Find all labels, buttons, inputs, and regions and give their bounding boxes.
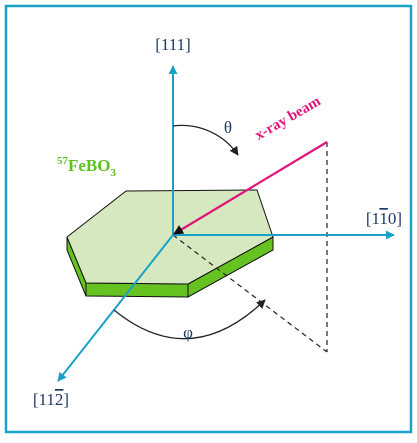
crystal-top-face [66, 189, 274, 285]
theta-label: θ [224, 118, 232, 137]
phi-label: φ [183, 323, 193, 342]
theta-arc [172, 124, 239, 156]
axis-11-2-arrow [57, 234, 174, 382]
phi-arc [113, 299, 266, 340]
crystal-side-front [85, 282, 189, 298]
axis-11-2-label: [112] [33, 390, 69, 409]
xray-beam-label: x-ray beam [252, 93, 324, 144]
xray-beam-arrow [173, 141, 328, 235]
axis-1-10-label: [110] [366, 209, 402, 228]
crystal-formula-label: 57FeBO3 [57, 155, 117, 179]
figure-frame [4, 4, 413, 434]
crystal-plate [66, 189, 274, 298]
projection-lines [172, 142, 328, 353]
axis-111-label: [111] [155, 35, 191, 54]
